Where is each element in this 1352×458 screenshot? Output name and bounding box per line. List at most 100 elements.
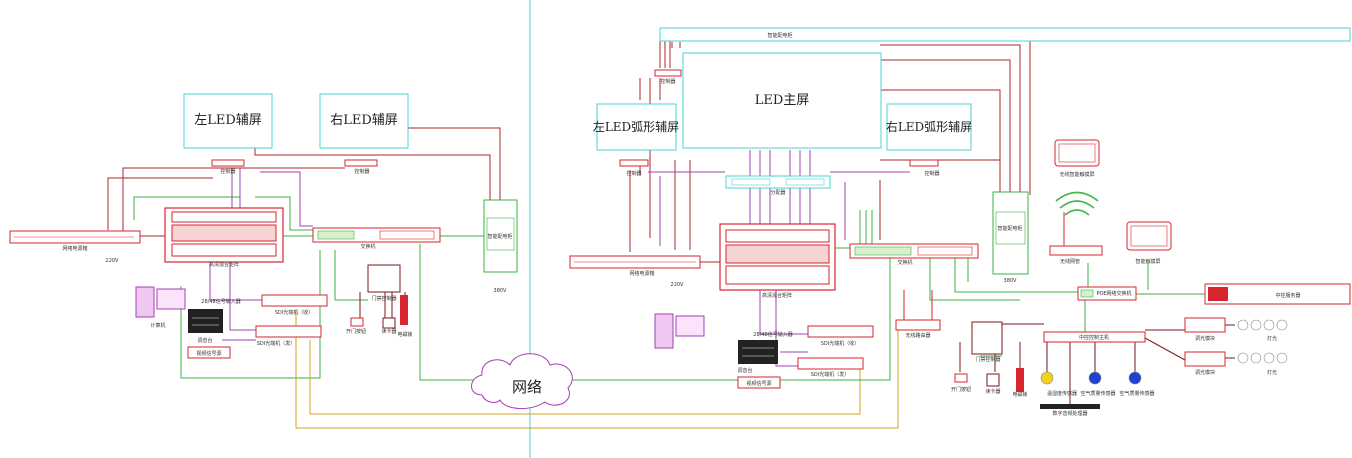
matrix-input-right-label: 28/48信号输入器 bbox=[753, 331, 792, 338]
video-source-left: 视频信号源 bbox=[187, 346, 231, 359]
computer-left: 计算机 bbox=[135, 286, 186, 329]
switch-right: 交换机 bbox=[849, 243, 979, 266]
lights-row-1 bbox=[1237, 319, 1288, 331]
central-host-label: 中控控制主机 bbox=[1079, 334, 1109, 341]
controller-b: 控制器 bbox=[344, 159, 378, 175]
power-sequencer-right-label: 网络电源箱 bbox=[629, 270, 654, 277]
power-cabinet-top: 智能配电柜 bbox=[659, 27, 1351, 42]
power-cabinet-side-label: 智能配电柜 bbox=[997, 225, 1022, 232]
controller-right-r-label: 控制器 bbox=[924, 170, 939, 177]
video-source-right-label: 视频信号源 bbox=[746, 380, 771, 387]
touch-panel-label: 智能触摸屏 bbox=[1135, 258, 1160, 265]
matrix-right: 高清混合矩阵 bbox=[719, 223, 836, 299]
arc-left-box: 左LED弧形辅屏 bbox=[593, 103, 679, 151]
controller-left-r: 控制器 bbox=[619, 159, 649, 177]
wireless-ap-label: 无线网管 bbox=[1060, 258, 1080, 265]
mixer-right-label: 调音台 bbox=[737, 367, 752, 374]
door-controller-right: 门禁控制器 开门按钮 读卡器 电磁锁 bbox=[951, 321, 1028, 398]
switch-left-label: 交换机 bbox=[360, 243, 375, 250]
wifi-icon bbox=[1055, 191, 1099, 216]
power-cabinet-side: 智能配电柜 380V bbox=[992, 191, 1029, 284]
splitter-label: 分配器 bbox=[770, 189, 785, 196]
right-screen-label: 右LED辅屏 bbox=[330, 113, 398, 128]
matrix-input-left-label: 28/48信号输入器 bbox=[201, 298, 240, 305]
controller-top-label: 控制器 bbox=[660, 78, 675, 85]
computer-right bbox=[654, 313, 705, 349]
matrix-left: 高清混合矩阵 bbox=[164, 207, 284, 268]
left-screen-box: 左LED辅屏 bbox=[183, 93, 273, 149]
power-cabinet-left: 智能配电柜 380V bbox=[483, 199, 518, 294]
dimmer-1-label: 调光模块 bbox=[1195, 335, 1215, 342]
sensors: 温湿度传感器 空气质量传感器 空气质量传感器 数字音频处理器 bbox=[1040, 371, 1155, 417]
door-controller-left: 门禁控制器 开门按钮 读卡器 电磁锁 bbox=[346, 264, 413, 338]
power-cabinet-top-label: 智能配电柜 bbox=[767, 32, 792, 39]
voltage-220-left: 220V bbox=[106, 258, 120, 264]
mixer-left: 调音台 bbox=[188, 309, 223, 344]
dimmer-2: 调光模块 bbox=[1184, 351, 1226, 376]
voltage-380-right: 380V bbox=[1004, 278, 1018, 284]
sdi-rx-right-label: SDI光端机（收） bbox=[821, 340, 860, 347]
wireless-router-label: 无线路由器 bbox=[905, 332, 930, 339]
audio-processor-label: 数字音频处理器 bbox=[1052, 410, 1087, 417]
door-controller-left-label: 门禁控制器 bbox=[371, 295, 396, 302]
power-sequencer-left: 网络电源箱 220V bbox=[9, 230, 141, 264]
power-sequencer-left-label: 网络电源箱 bbox=[62, 245, 87, 252]
tablet: 无线智能触摸屏 bbox=[1054, 139, 1100, 216]
controller-left-r-label: 控制器 bbox=[626, 170, 641, 177]
main-screen-box: LED主屏 bbox=[682, 52, 882, 149]
central-host: 中控控制主机 bbox=[1043, 331, 1146, 343]
door-controller-right-label: 门禁控制器 bbox=[975, 356, 1000, 363]
sensor-air2-label: 空气质量传感器 bbox=[1119, 390, 1154, 397]
left-screen-label: 左LED辅屏 bbox=[194, 113, 262, 128]
splitter: 分配器 bbox=[725, 175, 831, 196]
server: 中控服务器 bbox=[1204, 283, 1351, 305]
sdi-rx-left: SDI光端机（收） bbox=[261, 294, 328, 316]
mixer-right: 调音台 bbox=[737, 340, 778, 374]
poe-switch: POE网络交换机 bbox=[1077, 286, 1137, 301]
lights-row-2 bbox=[1237, 352, 1288, 364]
controller-b-label: 控制器 bbox=[354, 168, 369, 175]
video-source-right: 视频信号源 bbox=[737, 376, 781, 389]
light-2-label: 灯光 bbox=[1267, 369, 1277, 376]
mag-lock-right-label: 电磁锁 bbox=[1012, 391, 1027, 398]
arc-left-label: 左LED弧形辅屏 bbox=[593, 119, 679, 134]
card-reader-left-label: 读卡器 bbox=[381, 328, 396, 335]
tablet-label: 无线智能触摸屏 bbox=[1059, 171, 1094, 178]
dimmer-1: 调光模块 bbox=[1184, 317, 1226, 342]
power-sequencer-right: 网络电源箱 220V bbox=[569, 255, 701, 288]
matrix-left-label: 高清混合矩阵 bbox=[209, 261, 239, 268]
right-screen-box: 右LED辅屏 bbox=[319, 93, 409, 149]
wires-left bbox=[107, 127, 920, 429]
sdi-rx-right: SDI光端机（收） bbox=[807, 325, 874, 347]
controller-a: 控制器 bbox=[211, 159, 245, 175]
server-label: 中控服务器 bbox=[1275, 292, 1300, 299]
exit-button-left-label: 开门按钮 bbox=[346, 328, 366, 335]
mag-lock-left-label: 电磁锁 bbox=[397, 331, 412, 338]
matrix-right-label: 高清混合矩阵 bbox=[762, 292, 792, 299]
voltage-220-right: 220V bbox=[671, 282, 685, 288]
sdi-tx-right: SDI光端机（发） bbox=[797, 357, 864, 378]
exit-button-right-label: 开门按钮 bbox=[951, 386, 971, 393]
switch-right-label: 交换机 bbox=[897, 259, 912, 266]
switch-left: 交换机 bbox=[312, 227, 441, 250]
sdi-tx-right-label: SDI光端机（发） bbox=[811, 371, 850, 378]
sdi-rx-left-label: SDI光端机（收） bbox=[275, 309, 314, 316]
poe-switch-label: POE网络交换机 bbox=[1096, 290, 1131, 297]
power-cabinet-left-label: 智能配电柜 bbox=[487, 233, 512, 240]
controller-top: 控制器 bbox=[654, 69, 682, 85]
wireless-ap: 无线网管 bbox=[1049, 212, 1103, 265]
wireless-router: 无线路由器 bbox=[895, 290, 941, 339]
controller-right-r: 控制器 bbox=[909, 159, 940, 177]
dimmer-2-label: 调光模块 bbox=[1195, 369, 1215, 376]
main-screen-label: LED主屏 bbox=[755, 93, 810, 108]
video-source-left-label: 视频信号源 bbox=[196, 350, 221, 357]
controller-a-label: 控制器 bbox=[220, 168, 235, 175]
voltage-380-left: 380V bbox=[494, 288, 508, 294]
computer-left-label: 计算机 bbox=[150, 322, 165, 329]
touch-panel: 智能触摸屏 bbox=[1126, 221, 1172, 265]
sdi-tx-left-label: SDI光端机（发） bbox=[257, 340, 296, 347]
mixer-left-label: 调音台 bbox=[197, 337, 212, 344]
network-cloud: 网络 bbox=[471, 353, 573, 409]
arc-right-box: 右LED弧形辅屏 bbox=[886, 103, 972, 151]
card-reader-right-label: 读卡器 bbox=[985, 388, 1000, 395]
